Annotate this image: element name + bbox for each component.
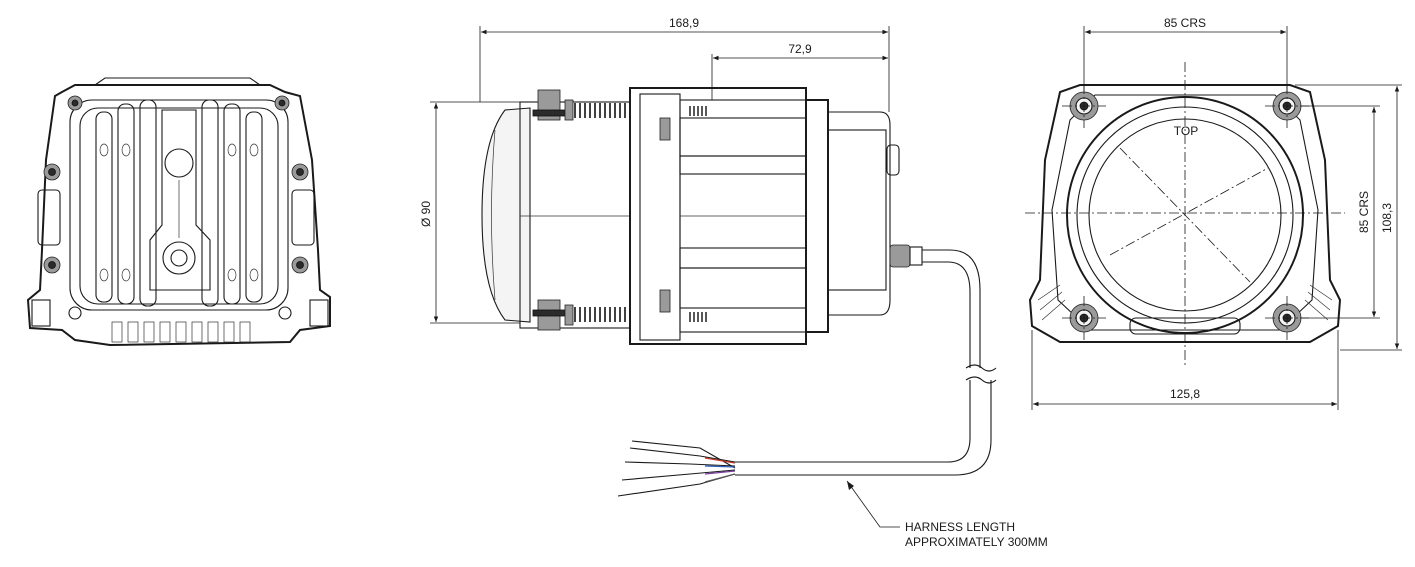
lower-fin [679, 267, 807, 309]
dimension-72-9 [711, 54, 888, 100]
rear-top-cap [94, 77, 261, 86]
right-bracket [291, 189, 315, 246]
dimension-85-crs-vertical [1300, 105, 1380, 319]
harness-note-line2: APPROXIMATELY 300MM [905, 535, 1048, 549]
bezel [519, 101, 631, 329]
right-foot [309, 299, 329, 327]
front-housing-outline [1028, 84, 1342, 343]
dimension-108-3 [1295, 84, 1402, 351]
side-view [430, 26, 997, 528]
left-bracket [37, 189, 61, 246]
dimension-168-9 [479, 26, 890, 112]
center-pillar [149, 109, 211, 291]
top-mounting-stud [532, 89, 626, 121]
left-foot [31, 299, 51, 327]
rear-length-label: 72,9 [788, 42, 812, 56]
cable-break [965, 364, 997, 372]
diameter-label: Ø 90 [419, 201, 433, 227]
height-label: 108,3 [1380, 203, 1394, 233]
harness-note-line1: HARNESS LENGTH [905, 520, 1015, 534]
vertical-crs-label: 85 CRS [1357, 191, 1371, 233]
overall-length-label: 168,9 [669, 16, 699, 30]
front-view [1025, 26, 1402, 410]
harness-wires [617, 440, 736, 497]
harness-cable [735, 249, 992, 476]
dimension-125-8 [1031, 330, 1339, 410]
dimension-diameter [430, 101, 520, 324]
harness-leader [846, 480, 900, 528]
horizontal-crs-label: 85 CRS [1164, 16, 1206, 30]
heatsink-fins [95, 99, 263, 307]
rear-flange [805, 99, 829, 333]
upper-fin [679, 117, 807, 157]
dimension-85-crs-horizontal [1083, 26, 1288, 92]
rear-housing-outline [26, 84, 331, 347]
bottom-mounting-stud [532, 299, 626, 331]
width-label: 125,8 [1170, 387, 1200, 401]
heatsink-frame-inner [79, 107, 279, 305]
rear-button [886, 144, 900, 176]
rear-screws [43, 95, 309, 274]
front-bottom-fins [1037, 284, 1333, 321]
upper-boss [164, 148, 194, 178]
top-label: TOP [1174, 124, 1198, 138]
connector [889, 244, 911, 268]
rear-cap [828, 111, 891, 316]
lens-dome [481, 107, 531, 323]
heatsink-frame [69, 99, 289, 311]
connector-boss [162, 241, 196, 275]
bottom-ribs [111, 321, 251, 343]
rear-view [26, 77, 331, 347]
